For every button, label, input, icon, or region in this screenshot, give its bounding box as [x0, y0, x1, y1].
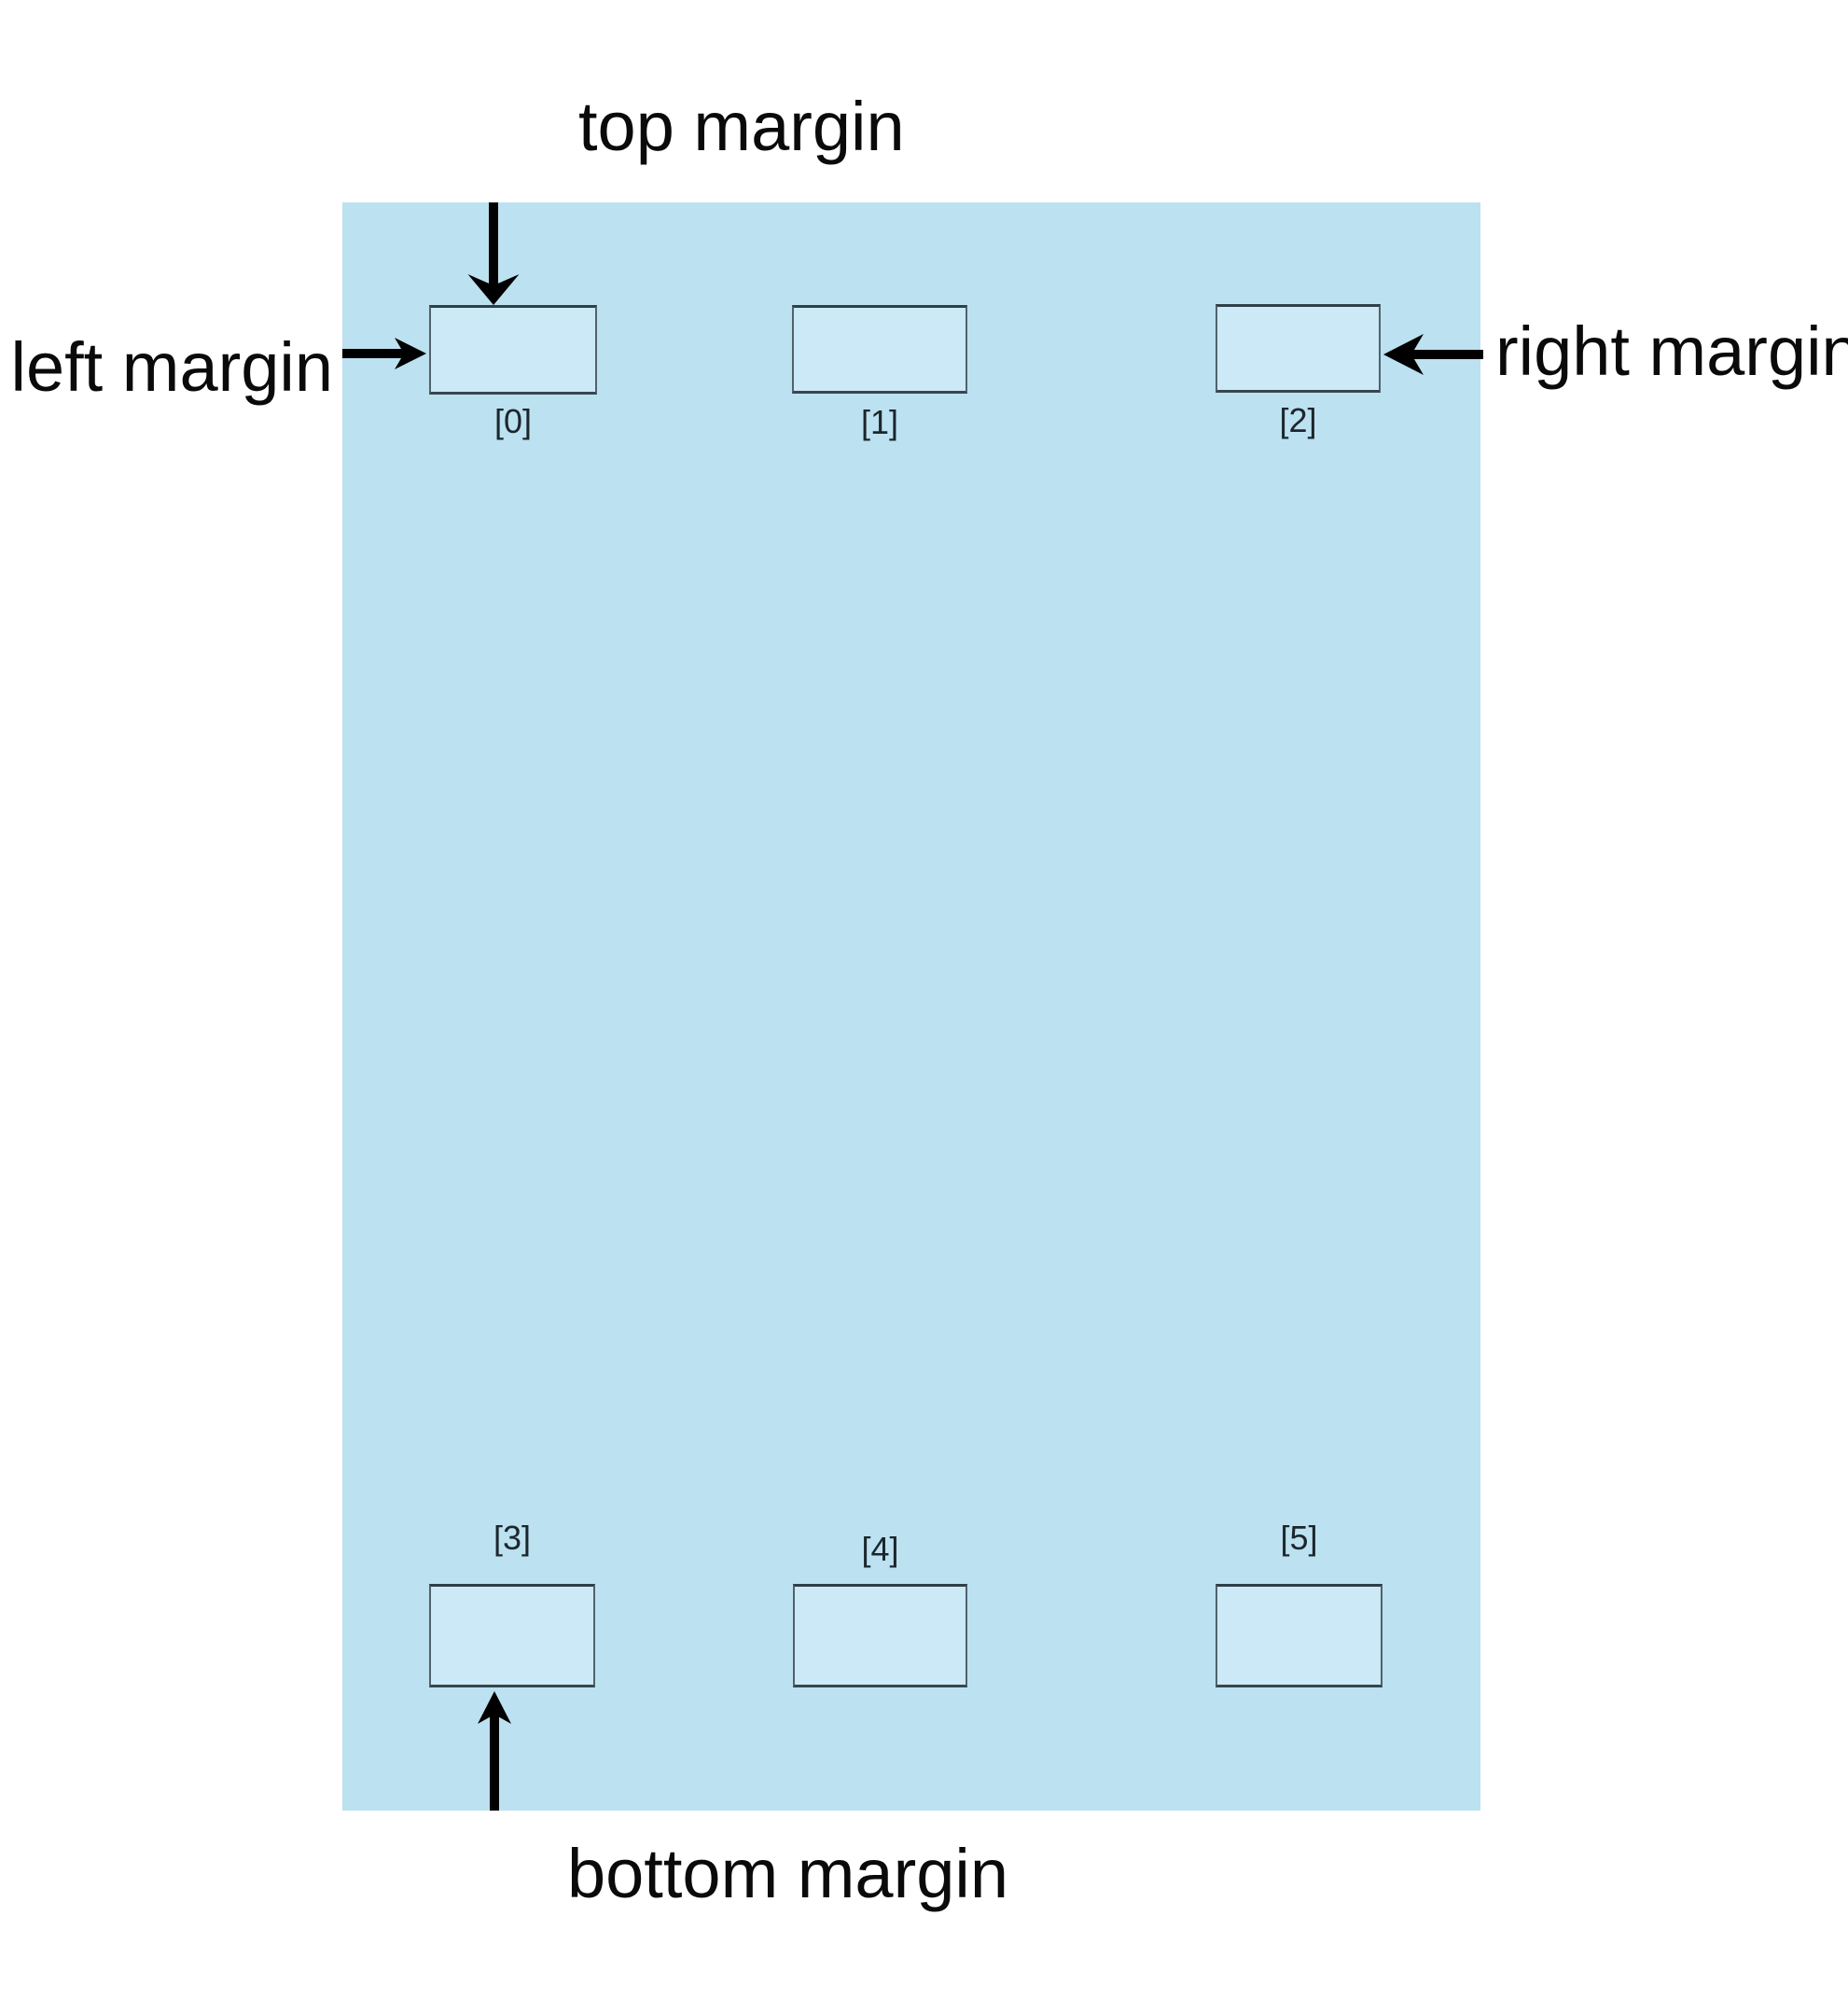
arrow-head — [395, 338, 426, 369]
cell-rect-4 — [793, 1584, 967, 1687]
cell-index-label-1: [1] — [860, 403, 899, 441]
arrow-shaft — [490, 1715, 499, 1811]
arrow-head — [1383, 334, 1424, 375]
cell-rect-5 — [1216, 1584, 1383, 1687]
cell-index-label-0: [0] — [493, 402, 533, 440]
arrow-head — [478, 1691, 511, 1724]
arrow-right-icon — [342, 338, 426, 369]
right-margin-label: right margin — [1495, 312, 1848, 390]
arrow-head — [467, 274, 520, 305]
cell-rect-1 — [792, 305, 967, 394]
cell-index-label-5: [5] — [1280, 1519, 1318, 1557]
cell-index-label-2: [2] — [1279, 401, 1317, 439]
arrow-shaft — [342, 349, 404, 358]
cell-rect-0 — [429, 305, 597, 395]
cell-rect-2 — [1216, 304, 1381, 393]
arrow-shaft — [1411, 350, 1483, 359]
left-margin-label: left margin — [10, 328, 333, 406]
arrow-down-icon — [467, 202, 520, 305]
cell-rect-3 — [429, 1584, 595, 1687]
cell-index-label-3: [3] — [493, 1519, 532, 1557]
bottom-margin-label: bottom margin — [567, 1835, 1008, 1912]
cell-index-label-4: [4] — [861, 1530, 899, 1568]
arrow-up-icon — [478, 1691, 511, 1811]
arrow-left-icon — [1383, 334, 1483, 375]
page-background — [342, 202, 1480, 1811]
top-margin-label: top margin — [578, 88, 905, 165]
arrow-shaft — [489, 202, 498, 286]
